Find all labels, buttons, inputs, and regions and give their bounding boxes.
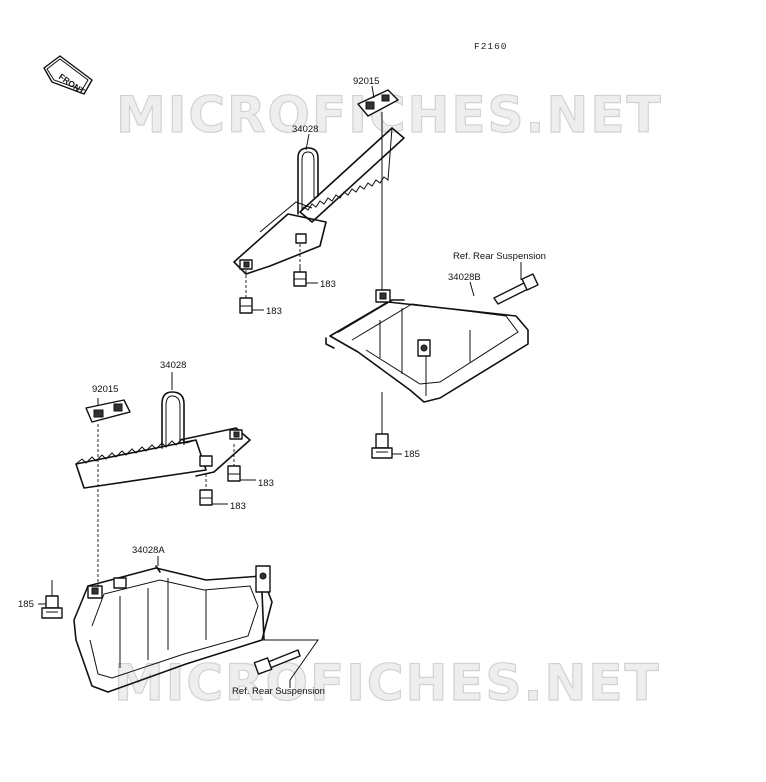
label-bracket-b: 34028B [448,272,481,283]
label-ref-rear-top: Ref. Rear Suspension [453,251,546,262]
label-ref-rear-bottom: Ref. Rear Suspension [232,686,325,697]
bracket-a-part [73,565,319,693]
front-arrow-icon [43,55,93,95]
clamp-top-part [357,89,399,117]
step-left-part [75,391,256,506]
label-bolt-183-d: 183 [230,501,246,512]
label-step-top: 34028 [292,124,318,135]
label-step-left: 34028 [160,360,186,371]
label-bracket-a: 34028A [132,545,165,556]
label-clamp-left: 92015 [92,384,118,395]
watermark-bottom: MICROFICHES.NET [114,654,661,712]
label-bolt-183-a: 183 [320,279,336,290]
label-bolt-183-b: 183 [266,306,282,317]
label-bolt-185-left: 185 [18,599,34,610]
bolt-183-b-icon [239,297,253,314]
step-top-part [233,85,405,314]
long-bolt-bottom-icon [253,649,301,675]
label-bolt-185-right: 185 [404,449,420,460]
bolt-183-a-icon [293,266,307,287]
clamp-left-part [85,399,131,423]
long-bolt-top-icon [493,273,539,305]
figure-code: F2160 [474,41,508,52]
bracket-b-part [325,273,539,403]
label-bolt-183-c: 183 [258,478,274,489]
bolt-185-right-icon [371,433,393,459]
bolt-183-d-icon [199,489,213,506]
label-clamp-top: 92015 [353,76,379,87]
bolt-185-left-icon [41,595,63,619]
bolt-183-c-icon [227,465,241,482]
